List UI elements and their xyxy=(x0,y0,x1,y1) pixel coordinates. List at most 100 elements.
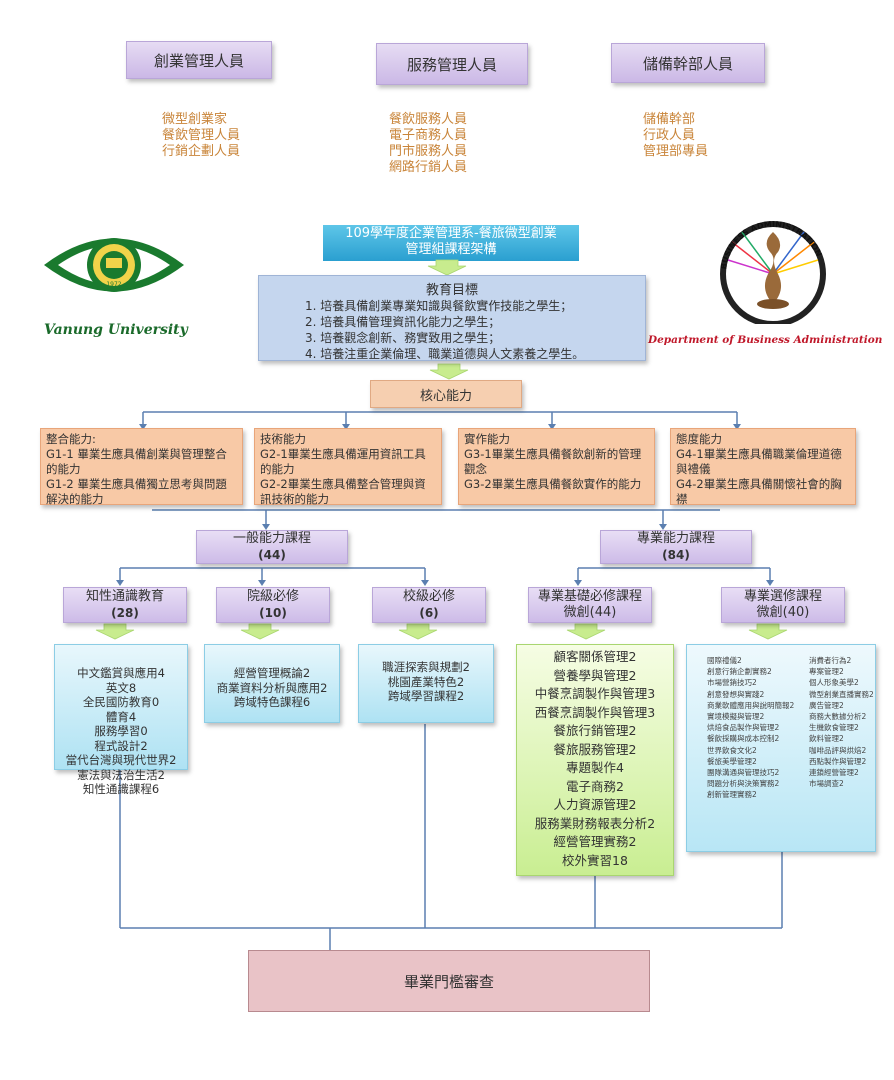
course-item: 烘焙食品製作與管理2 xyxy=(707,723,780,733)
education-goals: 教育目標 1. 培養具備創業專業知識與餐飲實作技能之學生； 2. 培養具備管理資… xyxy=(258,275,646,361)
goal-item: 1. 培養具備創業專業知識與餐飲實作技能之學生； xyxy=(305,299,573,313)
courses-school: 職涯探索與規劃2 桃園產業特色2 跨域學習課程2 xyxy=(358,644,494,723)
course-item: 營養學與管理2 xyxy=(553,667,637,683)
category-title: 專業選修課程 xyxy=(743,589,822,604)
course-item: 知性通識課程6 xyxy=(82,782,160,796)
course-item: 桃園產業特色2 xyxy=(387,674,465,689)
course-item: 國際禮儀2 xyxy=(707,656,742,665)
professional-courses: 專業能力課程 (84) xyxy=(600,530,752,564)
course-item: 西點製作與管理2 xyxy=(809,756,867,766)
course-item: 顧客關係管理2 xyxy=(553,649,637,664)
course-item: 經營管理實務2 xyxy=(553,834,637,849)
goals-title: 教育目標 xyxy=(425,283,478,298)
curriculum-banner: 109學年度企業管理系-餐旅微型創業 管理組課程架構 xyxy=(323,225,579,261)
competency-title: 技術能力 xyxy=(260,432,306,446)
course-item: 團隊溝通與管理技巧2 xyxy=(707,768,780,778)
courses-required: 顧客關係管理2 營養學與管理2 中餐烹調製作與管理3 西餐烹調製作與管理3 餐旅… xyxy=(516,644,674,876)
general-courses-credits: (44) xyxy=(258,548,286,562)
course-item: 廣告管理2 xyxy=(809,700,844,710)
career-list-service: 餐飲服務人員 電子商務人員 門市服務人員 網路行銷人員 xyxy=(389,112,467,176)
competency-item: G4-2畢業生應具備關懷社會的胸襟 xyxy=(676,477,842,506)
professional-courses-credits: (84) xyxy=(662,548,690,562)
course-item: 市場調查2 xyxy=(809,779,844,789)
course-item: 生機飲食管理2 xyxy=(809,723,859,733)
course-item: 專題製作4 xyxy=(566,760,624,775)
professional-courses-title: 專業能力課程 xyxy=(636,531,715,546)
core-competency: 核心能力 xyxy=(370,380,522,408)
course-item: 校外實習18 xyxy=(562,852,628,868)
general-courses: 一般能力課程 (44) xyxy=(196,530,348,564)
course-item: 創新管理實務2 xyxy=(707,790,757,800)
category-credits: (10) xyxy=(259,606,287,620)
list-item: 餐飲管理人員 xyxy=(162,128,241,143)
goal-item: 4. 培養注重企業倫理、職業道德與人文素養之學生。 xyxy=(305,347,585,361)
arrow-down-icon xyxy=(398,623,438,640)
list-item: 餐飲服務人員 xyxy=(389,112,468,127)
arrow-down-icon xyxy=(95,623,135,640)
category-school: 校級必修 (6) xyxy=(372,587,486,623)
arrow-down-icon xyxy=(429,363,469,380)
arrow-down-icon xyxy=(427,259,467,276)
competency-item: G3-1畢業生應具備餐飲創新的管理觀念 xyxy=(464,447,642,476)
competency-practical: 實作能力 G3-1畢業生應具備餐飲創新的管理觀念 G3-2畢業生應具備餐飲實作的… xyxy=(458,428,655,505)
goal-item: 3. 培養觀念創新、務實致用之學生； xyxy=(305,331,501,345)
career-list-reserve: 儲備幹部 行政人員 管理部專員 xyxy=(643,112,708,160)
arrow-down-icon xyxy=(240,623,280,640)
course-item: 商務大數據分析2 xyxy=(809,712,867,722)
list-item: 門市服務人員 xyxy=(389,144,468,159)
competency-item: G1-1 畢業生應具備創業與管理整合的能力 xyxy=(46,447,227,476)
course-item: 個人形象美學2 xyxy=(809,678,859,688)
course-item: 微型創業直播實務2 xyxy=(809,689,874,699)
course-item: 電子商務2 xyxy=(566,778,624,794)
list-item: 電子商務人員 xyxy=(389,128,468,143)
competency-title: 態度能力 xyxy=(676,432,722,446)
course-item: 商業軟體應用與說明簡報2 xyxy=(707,700,795,710)
course-item: 英文8 xyxy=(105,680,137,695)
arrow-down-icon xyxy=(566,623,606,640)
competency-item: G2-1畢業生應具備運用資訊工具的能力 xyxy=(260,447,426,476)
competency-item: G1-2 畢業生應具備獨立思考與問題解決的能力 xyxy=(46,477,227,506)
banner-line: 管理組課程架構 xyxy=(405,242,497,257)
goal-item: 2. 培養具備管理資訊化能力之學生； xyxy=(305,315,501,329)
category-title: 專業基礎必修課程 xyxy=(537,589,642,604)
list-item: 行銷企劃人員 xyxy=(162,144,241,159)
course-item: 服務業財務報表分析2 xyxy=(534,815,656,831)
course-item: 消費者行為2 xyxy=(809,656,852,665)
career-title-reserve: 儲備幹部人員 xyxy=(611,43,765,83)
course-item: 職涯探索與規劃2 xyxy=(382,660,470,674)
course-item: 中文鑑賞與應用4 xyxy=(77,666,165,680)
course-item: 西餐烹調製作與管理3 xyxy=(534,704,656,720)
course-item: 連鎖經營管理2 xyxy=(809,768,859,778)
course-item: 專案管理2 xyxy=(809,667,844,677)
category-title: 校級必修 xyxy=(402,589,455,604)
course-item: 跨域學習課程2 xyxy=(387,689,465,703)
competency-item: G3-2畢業生應具備餐飲實作的能力 xyxy=(464,477,642,491)
career-title-service: 服務管理人員 xyxy=(376,43,528,85)
list-item: 管理部專員 xyxy=(643,144,709,159)
category-credits: 微創(44) xyxy=(563,605,617,620)
course-item: 餐飲採購與成本控制2 xyxy=(707,734,780,744)
list-item: 儲備幹部 xyxy=(643,112,696,127)
course-item: 實境模擬與管理2 xyxy=(707,712,765,722)
vanung-university-logo-icon: 1972 xyxy=(44,238,184,292)
course-item: 咖啡品評與烘焙2 xyxy=(809,745,867,755)
elective-column-left: 國際禮儀2 創意行銷企劃實務2 市場營銷技巧2 創意發想與實踐2 商業軟體應用與… xyxy=(707,655,794,801)
competency-technical: 技術能力 G2-1畢業生應具備運用資訊工具的能力 G2-2畢業生應具備整合管理與… xyxy=(254,428,442,506)
course-item: 餐旅行銷管理2 xyxy=(553,723,637,738)
career-list-entrepreneur: 微型創業家 餐飲管理人員 行銷企劃人員 xyxy=(162,112,240,160)
course-item: 人力資源管理2 xyxy=(553,797,637,812)
course-item: 創意行銷企劃實務2 xyxy=(707,667,772,677)
course-item: 跨域特色課程6 xyxy=(233,695,311,709)
course-item: 全民國防教育0 xyxy=(82,695,160,709)
list-item: 網路行銷人員 xyxy=(389,160,468,175)
graduation-review: 畢業門檻審查 xyxy=(248,950,650,1012)
course-item: 問題分析與決策實務2 xyxy=(707,779,780,789)
general-courses-title: 一般能力課程 xyxy=(232,531,311,546)
courses-college: 經營管理概論2 商業資料分析與應用2 跨域特色課程6 xyxy=(204,644,340,723)
course-item: 世界飲食文化2 xyxy=(707,745,757,755)
course-item: 中餐烹調製作與管理3 xyxy=(534,686,656,701)
competency-item: G2-2畢業生應具備整合管理與資訊技術的能力 xyxy=(260,477,426,506)
course-item: 服務學習0 xyxy=(94,724,148,738)
competency-title: 實作能力 xyxy=(464,432,510,446)
category-required: 專業基礎必修課程 微創(44) xyxy=(528,587,652,623)
